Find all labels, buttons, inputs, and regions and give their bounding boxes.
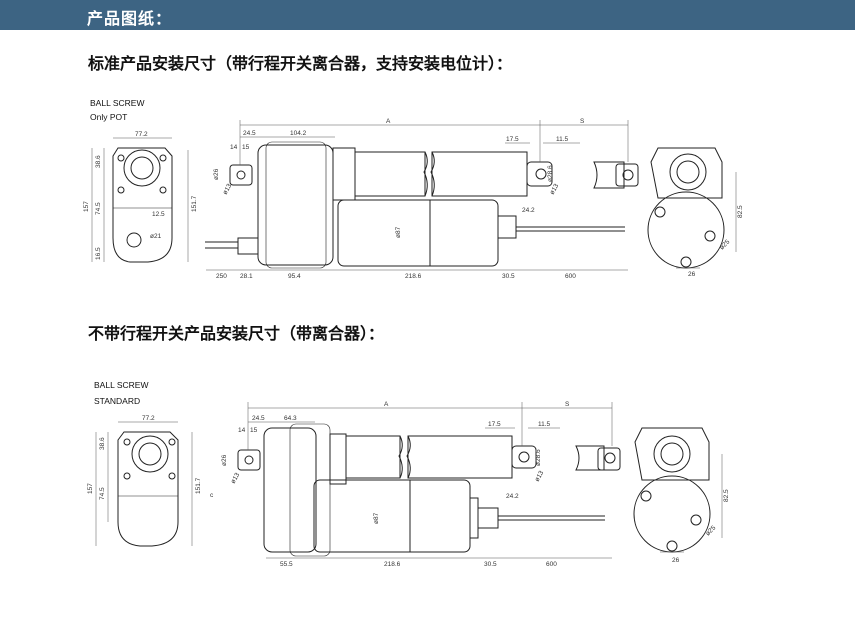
actuator-rod-end-detail xyxy=(593,161,639,189)
dim-11-5: 11.5 xyxy=(556,136,569,143)
dim2-A: A xyxy=(384,401,389,408)
drawing-1-svg: BALL SCREW Only POT 77.2 38.6 157 151.7 … xyxy=(83,98,744,280)
dim2-151-7: 151.7 xyxy=(195,477,202,494)
dim2-d87: ø87 xyxy=(373,512,380,524)
dim2-d13-b: ø13 xyxy=(534,469,546,483)
drawing-2: BALL SCREW STANDARD 77.2 38.6 157 151.7 … xyxy=(0,372,855,572)
dim2-d28-6: ø28.6 xyxy=(535,449,542,466)
gearbox-dimension-lines xyxy=(91,137,189,262)
dim2-d26: ø26 xyxy=(221,454,228,466)
dim-A: A xyxy=(386,118,391,125)
dim2-77-2: 77.2 xyxy=(142,415,155,422)
dim-218-6: 218.6 xyxy=(405,273,422,280)
dim-d13-b: ø13 xyxy=(549,182,561,196)
dim-26: 26 xyxy=(688,271,696,278)
dim-16-5: 16.5 xyxy=(95,247,102,260)
dim-600: 600 xyxy=(565,273,576,280)
dim2-218-6: 218.6 xyxy=(384,561,401,568)
dim-74-5: 74.5 xyxy=(95,202,102,215)
dim2-11-5: 11.5 xyxy=(538,421,551,428)
dim2-600: 600 xyxy=(546,561,557,568)
dim2-17-5: 17.5 xyxy=(488,421,501,428)
dim-24-2: 24.2 xyxy=(522,207,535,214)
drawing-1: BALL SCREW Only POT 77.2 38.6 157 151.7 … xyxy=(0,90,855,285)
dim2-S: S xyxy=(565,401,570,408)
end-view-2 xyxy=(633,427,711,553)
gearbox-dimension-lines-2 xyxy=(95,421,193,546)
end-view xyxy=(647,147,725,269)
dim-d28-6: ø28.6 xyxy=(547,165,554,182)
dim-d21: ø21 xyxy=(150,233,162,240)
dim2-d25: ø25 xyxy=(704,524,717,537)
dim2-82-5: 82.5 xyxy=(723,489,730,502)
dim2-15: 15 xyxy=(250,427,258,434)
drawing-2-label-line2: STANDARD xyxy=(94,396,140,406)
end-view-dimension-lines xyxy=(676,172,737,269)
dim-104-2: 104.2 xyxy=(290,130,307,137)
dim2-d13: ø13 xyxy=(230,471,242,485)
dim-12-5: 12.5 xyxy=(152,211,165,218)
gearbox-side-view-2 xyxy=(117,431,179,547)
actuator-rod-end-detail-2 xyxy=(575,445,621,471)
dim2-64-3: 64.3 xyxy=(284,415,297,422)
header-title: 产品图纸： xyxy=(87,9,173,28)
dim-82-5: 82.5 xyxy=(737,205,744,218)
dim-S: S xyxy=(580,118,585,125)
dim-24-5: 24.5 xyxy=(243,130,256,137)
dim2-24-2: 24.2 xyxy=(506,493,519,500)
drawing-2-svg: BALL SCREW STANDARD 77.2 38.6 157 151.7 … xyxy=(87,380,730,568)
dim-17-5: 17.5 xyxy=(506,136,519,143)
header-bar: 产品图纸： xyxy=(0,0,855,30)
actuator-dimension-lines xyxy=(206,120,629,271)
dim-d87: ø87 xyxy=(395,226,402,238)
dim-95-4: 95.4 xyxy=(288,273,301,280)
dim-250: 250 xyxy=(216,273,227,280)
drawing-1-label-line2: Only POT xyxy=(90,112,127,122)
dim2-157: 157 xyxy=(87,483,94,494)
section-2-title: 不带行程开关产品安装尺寸（带离合器）： xyxy=(88,324,385,343)
dim2-74-5: 74.5 xyxy=(99,487,106,500)
dim2-26: 26 xyxy=(672,557,680,564)
dim-28-1: 28.1 xyxy=(240,273,253,280)
dim-30-5: 30.5 xyxy=(502,273,515,280)
dim-15: 15 xyxy=(242,144,250,151)
actuator-body xyxy=(205,141,625,269)
dim-151-7: 151.7 xyxy=(191,195,198,212)
dim2-38-6: 38.6 xyxy=(99,437,106,450)
end-view-dimension-lines-2 xyxy=(660,454,723,553)
actuator-dimension-lines-2 xyxy=(247,402,613,559)
drawing-2-label-line1: BALL SCREW xyxy=(94,380,148,390)
dim2-c: c xyxy=(210,492,214,499)
dim2-55-5: 55.5 xyxy=(280,561,293,568)
dim-d26: ø26 xyxy=(213,168,220,180)
dim-d13: ø13 xyxy=(222,182,234,196)
dim-157: 157 xyxy=(83,201,90,212)
dim2-14: 14 xyxy=(238,427,246,434)
dim-38-6: 38.6 xyxy=(95,155,102,168)
gearbox-side-view xyxy=(112,147,173,263)
drawing-1-label-line1: BALL SCREW xyxy=(90,98,144,108)
section-1-title: 标准产品安装尺寸（带行程开关离合器，支持安装电位计）： xyxy=(88,54,513,73)
dim-d25: ø25 xyxy=(718,238,731,251)
actuator-body-2 xyxy=(237,423,605,557)
dim-14: 14 xyxy=(230,144,238,151)
dim2-24-5: 24.5 xyxy=(252,415,265,422)
dim-77-2: 77.2 xyxy=(135,131,148,138)
dim2-30-5: 30.5 xyxy=(484,561,497,568)
